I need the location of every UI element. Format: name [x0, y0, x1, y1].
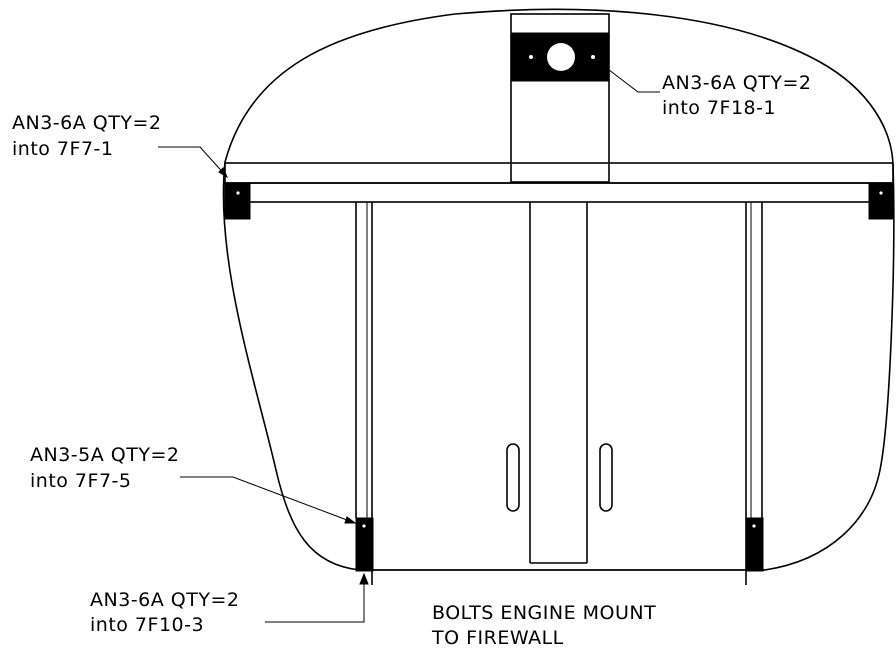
firewall-outline	[222, 8, 895, 571]
corner-block-top-right	[868, 182, 894, 220]
callout-top-right-line1: AN3-6A QTY=2	[662, 72, 811, 94]
callout-bottom-left-line1: AN3-6A QTY=2	[90, 589, 239, 611]
horizontal-cross-member	[224, 162, 894, 184]
corner-block-top-left	[224, 182, 251, 220]
callout-top-left-line2: into 7F7-1	[12, 138, 113, 160]
note-line2: TO FIREWALL	[431, 627, 564, 649]
callout-top-left-line1: AN3-6A QTY=2	[12, 112, 161, 134]
leader-top-right	[595, 59, 660, 93]
slot-right	[599, 443, 613, 512]
callout-bottom-left-line2: into 7F10-3	[90, 614, 204, 636]
horizontal-cross-member-lower	[224, 182, 894, 203]
callout-top-right-line2: into 7F18-1	[662, 97, 776, 119]
leader-bottom-left	[265, 578, 365, 623]
note-line1: BOLTS ENGINE MOUNT	[432, 602, 656, 624]
callout-mid-left-line2: into 7F7-5	[30, 470, 131, 492]
top-center-bracket	[510, 13, 610, 183]
leader-mid-left	[180, 476, 356, 524]
leader-top-left	[158, 146, 228, 178]
callout-mid-left-line1: AN3-5A QTY=2	[30, 444, 179, 466]
corner-block-bottom-left	[355, 517, 374, 572]
top-bracket-hole	[547, 43, 575, 71]
corner-block-bottom-right	[745, 517, 764, 572]
slot-left	[506, 443, 520, 512]
